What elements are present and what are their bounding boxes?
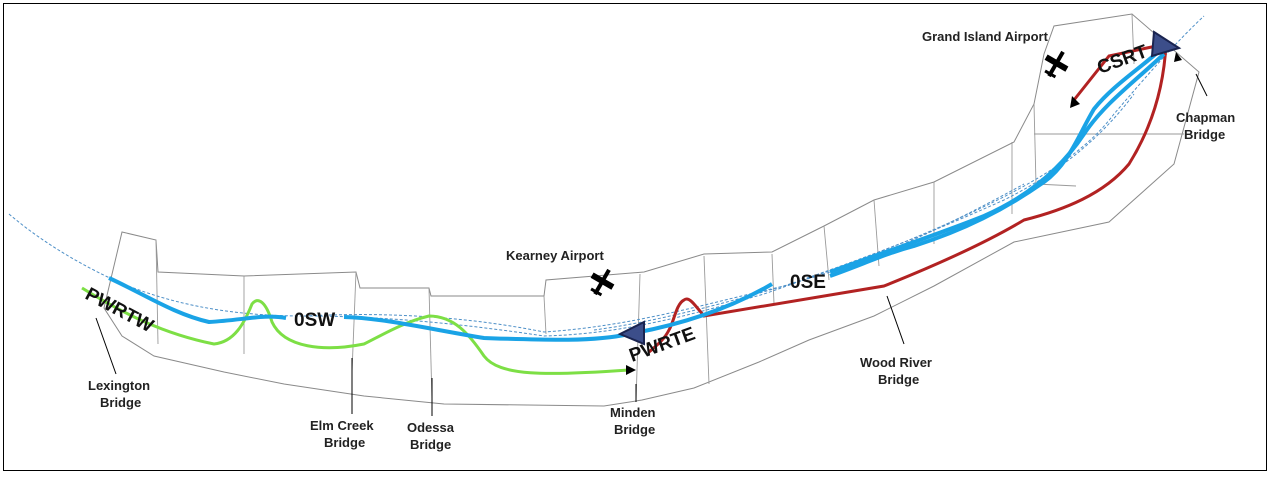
- elm-creek-bridge-label-line1: Elm Creek: [310, 418, 374, 433]
- ose-route-label: 0SE: [790, 272, 826, 293]
- osw-route-label: 0SW: [294, 310, 335, 331]
- airplane-icon: [590, 268, 615, 297]
- arrowhead-icon: [626, 365, 636, 375]
- platte-river: [8, 15, 1205, 337]
- grand-island-airport-label: Grand Island Airport: [922, 29, 1049, 44]
- elm-creek-bridge-label-line2: Bridge: [324, 435, 365, 450]
- pwrtw-route-label: PWRTW: [82, 284, 157, 337]
- airplane-icon: [1044, 50, 1069, 79]
- chapman-bridge-label-line2: Bridge: [1184, 127, 1225, 142]
- lexington-bridge-label-line1: Lexington: [88, 378, 150, 393]
- triangle-marker-icon: [617, 320, 645, 346]
- osw-ose-route-line: [108, 42, 1169, 342]
- wood-river-bridge-label-line2: Bridge: [878, 372, 919, 387]
- river-map: Grand Island Airport Kearney Airport Cha…: [8, 13, 1235, 452]
- triangle-marker-icon: [1150, 30, 1182, 58]
- wood-river-bridge-label-line1: Wood River: [860, 355, 932, 370]
- minden-bridge-label-line1: Minden: [610, 405, 656, 420]
- bridge-leader-lines: [95, 73, 1208, 416]
- arrowhead-icon: [1070, 96, 1080, 108]
- lexington-bridge-label-line2: Bridge: [100, 395, 141, 410]
- csrt-spur-line: [1072, 42, 1167, 101]
- pwrtw-route-line: [81, 286, 630, 375]
- arrowhead-icon: [1174, 52, 1182, 62]
- csrt-route-line: [648, 43, 1168, 354]
- ose-secondary-line: [829, 52, 1166, 274]
- map-frame: Grand Island Airport Kearney Airport Cha…: [3, 3, 1267, 471]
- odessa-bridge-label-line1: Odessa: [407, 420, 455, 435]
- minden-bridge-label-line2: Bridge: [614, 422, 655, 437]
- study-area-boundary: [103, 13, 1200, 407]
- kearney-airport-label: Kearney Airport: [506, 248, 604, 263]
- odessa-bridge-label-line2: Bridge: [410, 437, 451, 452]
- chapman-bridge-label-line1: Chapman: [1176, 110, 1235, 125]
